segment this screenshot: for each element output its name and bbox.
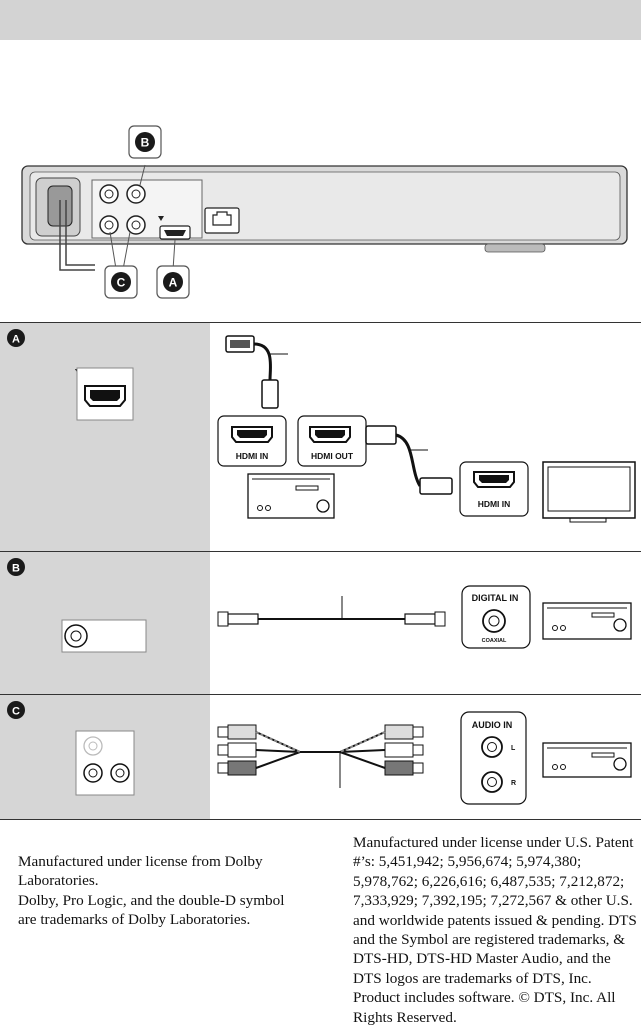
svg-text:A: A — [12, 334, 20, 346]
av-receiver-hdmi-ports: HDMI IN HDMI OUT — [217, 415, 367, 467]
av-receiver-icon — [247, 473, 335, 519]
coaxial-jack-icon: DIGITAL IN COAXIAL — [461, 585, 531, 649]
av-receiver-icon — [542, 742, 632, 778]
svg-text:HDMI IN: HDMI IN — [478, 499, 511, 509]
svg-text:C: C — [12, 706, 20, 718]
svg-text:HDMI OUT: HDMI OUT — [311, 451, 354, 461]
svg-text:C: C — [117, 276, 126, 290]
callout-c-bottom: C — [104, 265, 138, 299]
player-rear-panel — [21, 164, 628, 276]
panel-a-bg — [0, 323, 210, 551]
svg-text:B: B — [12, 563, 20, 575]
svg-text:L: L — [511, 745, 516, 752]
panel-c: C AUDIO IN L R — [7, 701, 632, 805]
svg-text:HDMI IN: HDMI IN — [236, 451, 269, 461]
rca-jack-icon: AUDIO IN L R — [460, 711, 527, 805]
panel-b: B DIGITAL IN COAXIAL — [7, 558, 632, 653]
section-dividers — [0, 322, 641, 820]
svg-text:COAXIAL: COAXIAL — [482, 638, 507, 644]
hdmi-cable-icon — [225, 335, 288, 409]
panel-a: A HDMI IN HDMI OUT — [7, 329, 636, 523]
tv-icon — [542, 461, 636, 523]
svg-text:DIGITAL IN: DIGITAL IN — [472, 593, 519, 603]
svg-text:AUDIO IN: AUDIO IN — [472, 720, 513, 730]
svg-text:R: R — [511, 780, 516, 787]
svg-text:B: B — [141, 136, 150, 150]
hdmi-cable-tv — [365, 425, 453, 495]
top-band — [0, 0, 641, 40]
callout-a-bottom: A — [156, 265, 190, 299]
av-receiver-icon — [542, 602, 632, 640]
callout-b-top: B — [128, 125, 162, 159]
dolby-license-text: Manufactured under license from Dolby La… — [18, 853, 285, 929]
rca-cable-icon — [217, 724, 424, 788]
svg-text:A: A — [169, 276, 178, 290]
dts-license-text: Manufactured under license under U.S. Pa… — [353, 834, 637, 1026]
connection-diagram: B C A A — [0, 125, 641, 820]
coaxial-cable-icon — [217, 596, 446, 627]
tv-hdmi-port: HDMI IN — [459, 461, 529, 517]
